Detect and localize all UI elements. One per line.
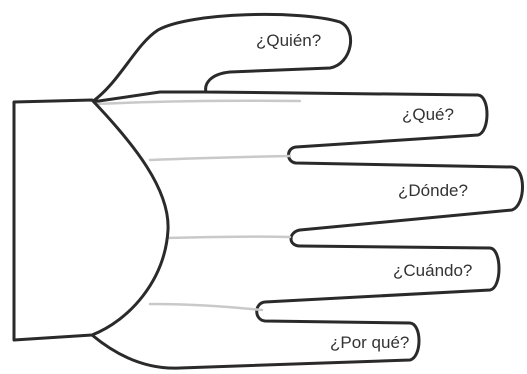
label-que: ¿Qué? bbox=[402, 105, 454, 124]
label-cuando: ¿Cuándo? bbox=[393, 261, 472, 280]
label-quien: ¿Quién? bbox=[256, 31, 321, 50]
label-donde: ¿Dónde? bbox=[398, 181, 468, 200]
thumb-outline bbox=[92, 14, 351, 102]
label-por-que: ¿Por qué? bbox=[330, 333, 409, 352]
crease-ring bbox=[168, 237, 290, 238]
